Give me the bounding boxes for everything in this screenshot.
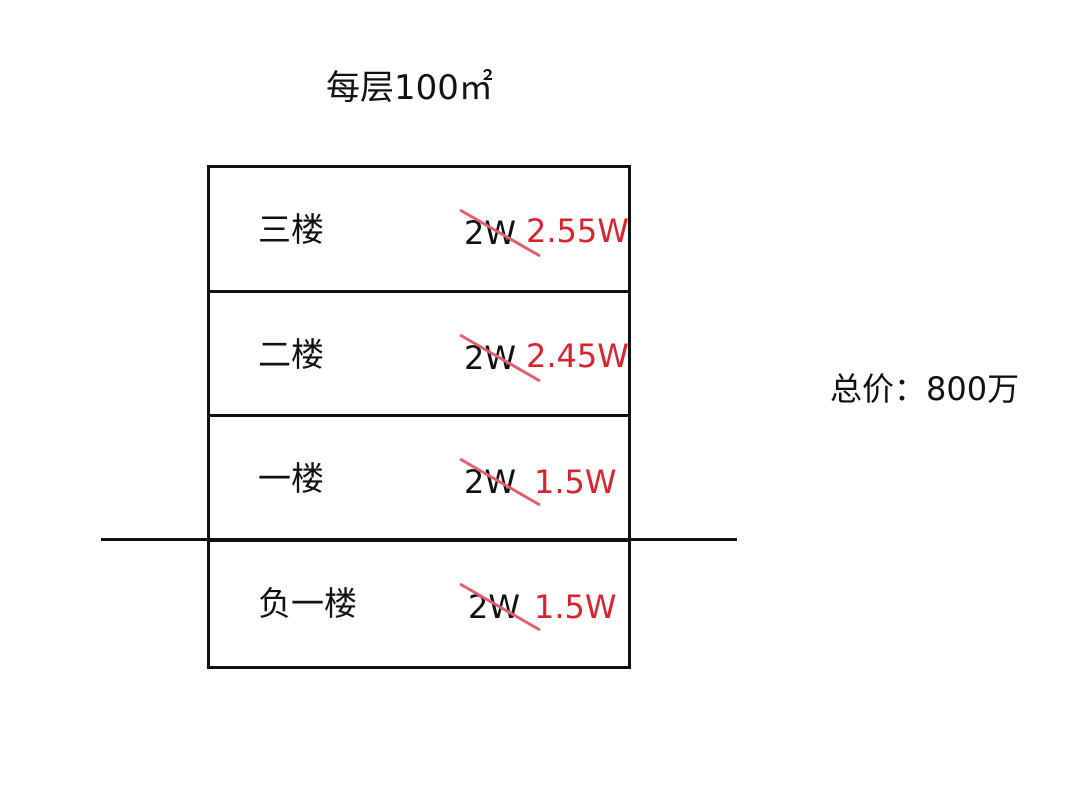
floor-name: 负一楼 xyxy=(258,583,357,623)
strike-mark xyxy=(459,333,541,382)
old-price: 2W xyxy=(464,463,516,501)
floor-basement: 负一楼 2W 1.5W xyxy=(210,542,628,667)
strike-line xyxy=(459,333,541,382)
strike-mark xyxy=(459,208,541,258)
title-per-floor-area: 每层100㎡ xyxy=(326,68,493,108)
building-diagram: 三楼 2W 2.55W 二楼 2W 2.45W 一楼 2W 1.5W 负一楼 2… xyxy=(207,165,631,669)
old-price: 2W xyxy=(464,214,516,252)
total-price-label: 总价：800万 xyxy=(830,370,1020,408)
new-price: 1.5W xyxy=(534,463,617,501)
floor-name: 一楼 xyxy=(258,459,324,498)
floor-1: 一楼 2W 1.5W xyxy=(210,417,628,542)
new-price: 1.5W xyxy=(534,587,617,626)
strike-line xyxy=(459,582,541,631)
strike-line xyxy=(459,208,541,258)
strike-mark xyxy=(459,457,541,507)
new-price: 2.45W xyxy=(526,336,629,375)
floor-2: 二楼 2W 2.45W xyxy=(210,293,629,417)
ground-line xyxy=(101,538,737,541)
floor-3: 三楼 2W 2.55W xyxy=(210,168,629,293)
floor-name: 三楼 xyxy=(258,210,324,249)
new-price: 2.55W xyxy=(526,212,629,250)
old-price: 2W xyxy=(464,338,516,377)
strike-mark xyxy=(459,582,541,631)
strike-line xyxy=(459,457,541,507)
floor-name: 二楼 xyxy=(258,334,324,374)
